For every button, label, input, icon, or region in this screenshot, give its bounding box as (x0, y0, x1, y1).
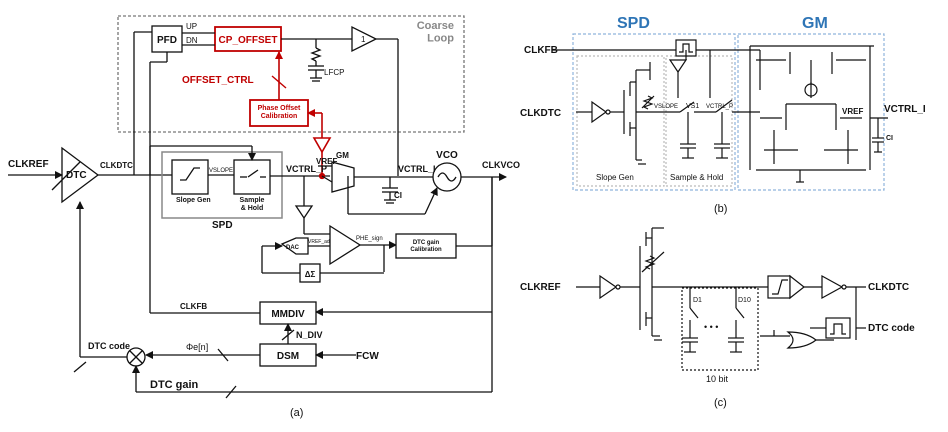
spd-title: SPD (617, 15, 650, 32)
caption-a: (a) (290, 407, 303, 419)
vctrl-p-label: VCTRL_P (286, 164, 327, 174)
caption-b: (b) (714, 203, 727, 215)
clkfb-label: CLKFB (180, 302, 207, 311)
vslope-b-label: VSLOPE (654, 104, 678, 110)
dots-label: • • • (704, 322, 718, 332)
spd-box (161, 151, 283, 219)
offset-ctrl-label: OFFSET_CTRL (182, 75, 254, 86)
clkdtc-b-label: CLKDTC (520, 108, 561, 119)
dtc-gain-label: DTC gain (150, 379, 199, 391)
spd-label: SPD (212, 220, 233, 231)
mmdiv-label: MMDIV (271, 309, 305, 320)
vref-adj-label: VREF_adj (308, 239, 331, 245)
unity-buffer (351, 25, 378, 53)
vctrl-i-b-label: VCTRL_I (884, 104, 926, 115)
clkref-c-label: CLKREF (520, 282, 561, 293)
vctrl-i-label: VCTRL_I (398, 164, 436, 174)
gm-title: GM (802, 15, 828, 32)
dac-label: DAC (286, 245, 300, 251)
panel-a (8, 15, 507, 399)
slope-gen-label: Slope Gen (176, 197, 211, 204)
or-gate (786, 331, 817, 349)
gm-label: GM (336, 151, 349, 160)
panel-b (552, 33, 888, 191)
pfd-label: PFD (157, 35, 177, 46)
slope-gen-b-label: Slope Gen (596, 173, 634, 182)
fcw-label: FCW (356, 351, 379, 362)
phe-sign-label: PHE_sign (356, 236, 383, 242)
phi-e-label: Φe[n] (186, 342, 208, 352)
vref-label: VREF (316, 157, 337, 166)
dtc-code-label: DTC code (88, 341, 130, 351)
vco-label: VCO (436, 150, 458, 161)
ten-bit-label: 10 bit (706, 374, 729, 384)
clkdtc-label: CLKDTC (100, 161, 133, 170)
dtc-gain-calibration-block (395, 233, 457, 259)
dtc-code-c-label: DTC code (868, 323, 915, 334)
dn-label: DN (186, 36, 198, 45)
n-div-label: N_DIV (296, 330, 323, 340)
vs1-label: VS1 (686, 103, 699, 110)
ci-b-label: CI (886, 135, 893, 142)
lfcp-label: LFCP (324, 68, 344, 77)
sample-hold-label: Sample& Hold (240, 197, 265, 212)
sample-hold-dashed-box (665, 55, 733, 187)
clkvco-label: CLKVCO (482, 160, 520, 170)
sample-hold-b-label: Sample & Hold (670, 173, 723, 182)
coarse-loop-box (117, 15, 465, 133)
clkfb-b-label: CLKFB (524, 45, 558, 56)
delta-sigma-label: ΔΣ (305, 270, 316, 279)
buffer-gain-label: 1 (361, 35, 366, 44)
vctrl-p-b-label: VCTRL_P (706, 104, 733, 110)
panel-c (576, 227, 866, 371)
up-label: UP (186, 22, 197, 31)
d1-label: D1 (693, 297, 702, 304)
slope-gen-dashed-box (576, 55, 665, 187)
clkdtc-c-label: CLKDTC (868, 282, 909, 293)
d10-label: D10 (738, 297, 751, 304)
offset-comparator (312, 137, 332, 154)
phase-offset-calibration-block (249, 99, 309, 127)
slope-gen-block (171, 159, 209, 195)
cp-offset-label: CP_OFFSET (219, 35, 278, 46)
ci-label: CI (394, 191, 402, 200)
dsm-label: DSM (277, 351, 299, 362)
clkref-label: CLKREF (8, 159, 49, 170)
dtc-label: DTC (66, 170, 87, 181)
vref-b-label: VREF (842, 107, 863, 116)
phe-comparator (329, 224, 362, 266)
caption-c: (c) (714, 397, 727, 409)
gm-block (331, 161, 355, 193)
vslope-label: VSLOPE (209, 168, 233, 174)
ten-bit-box (681, 287, 759, 371)
